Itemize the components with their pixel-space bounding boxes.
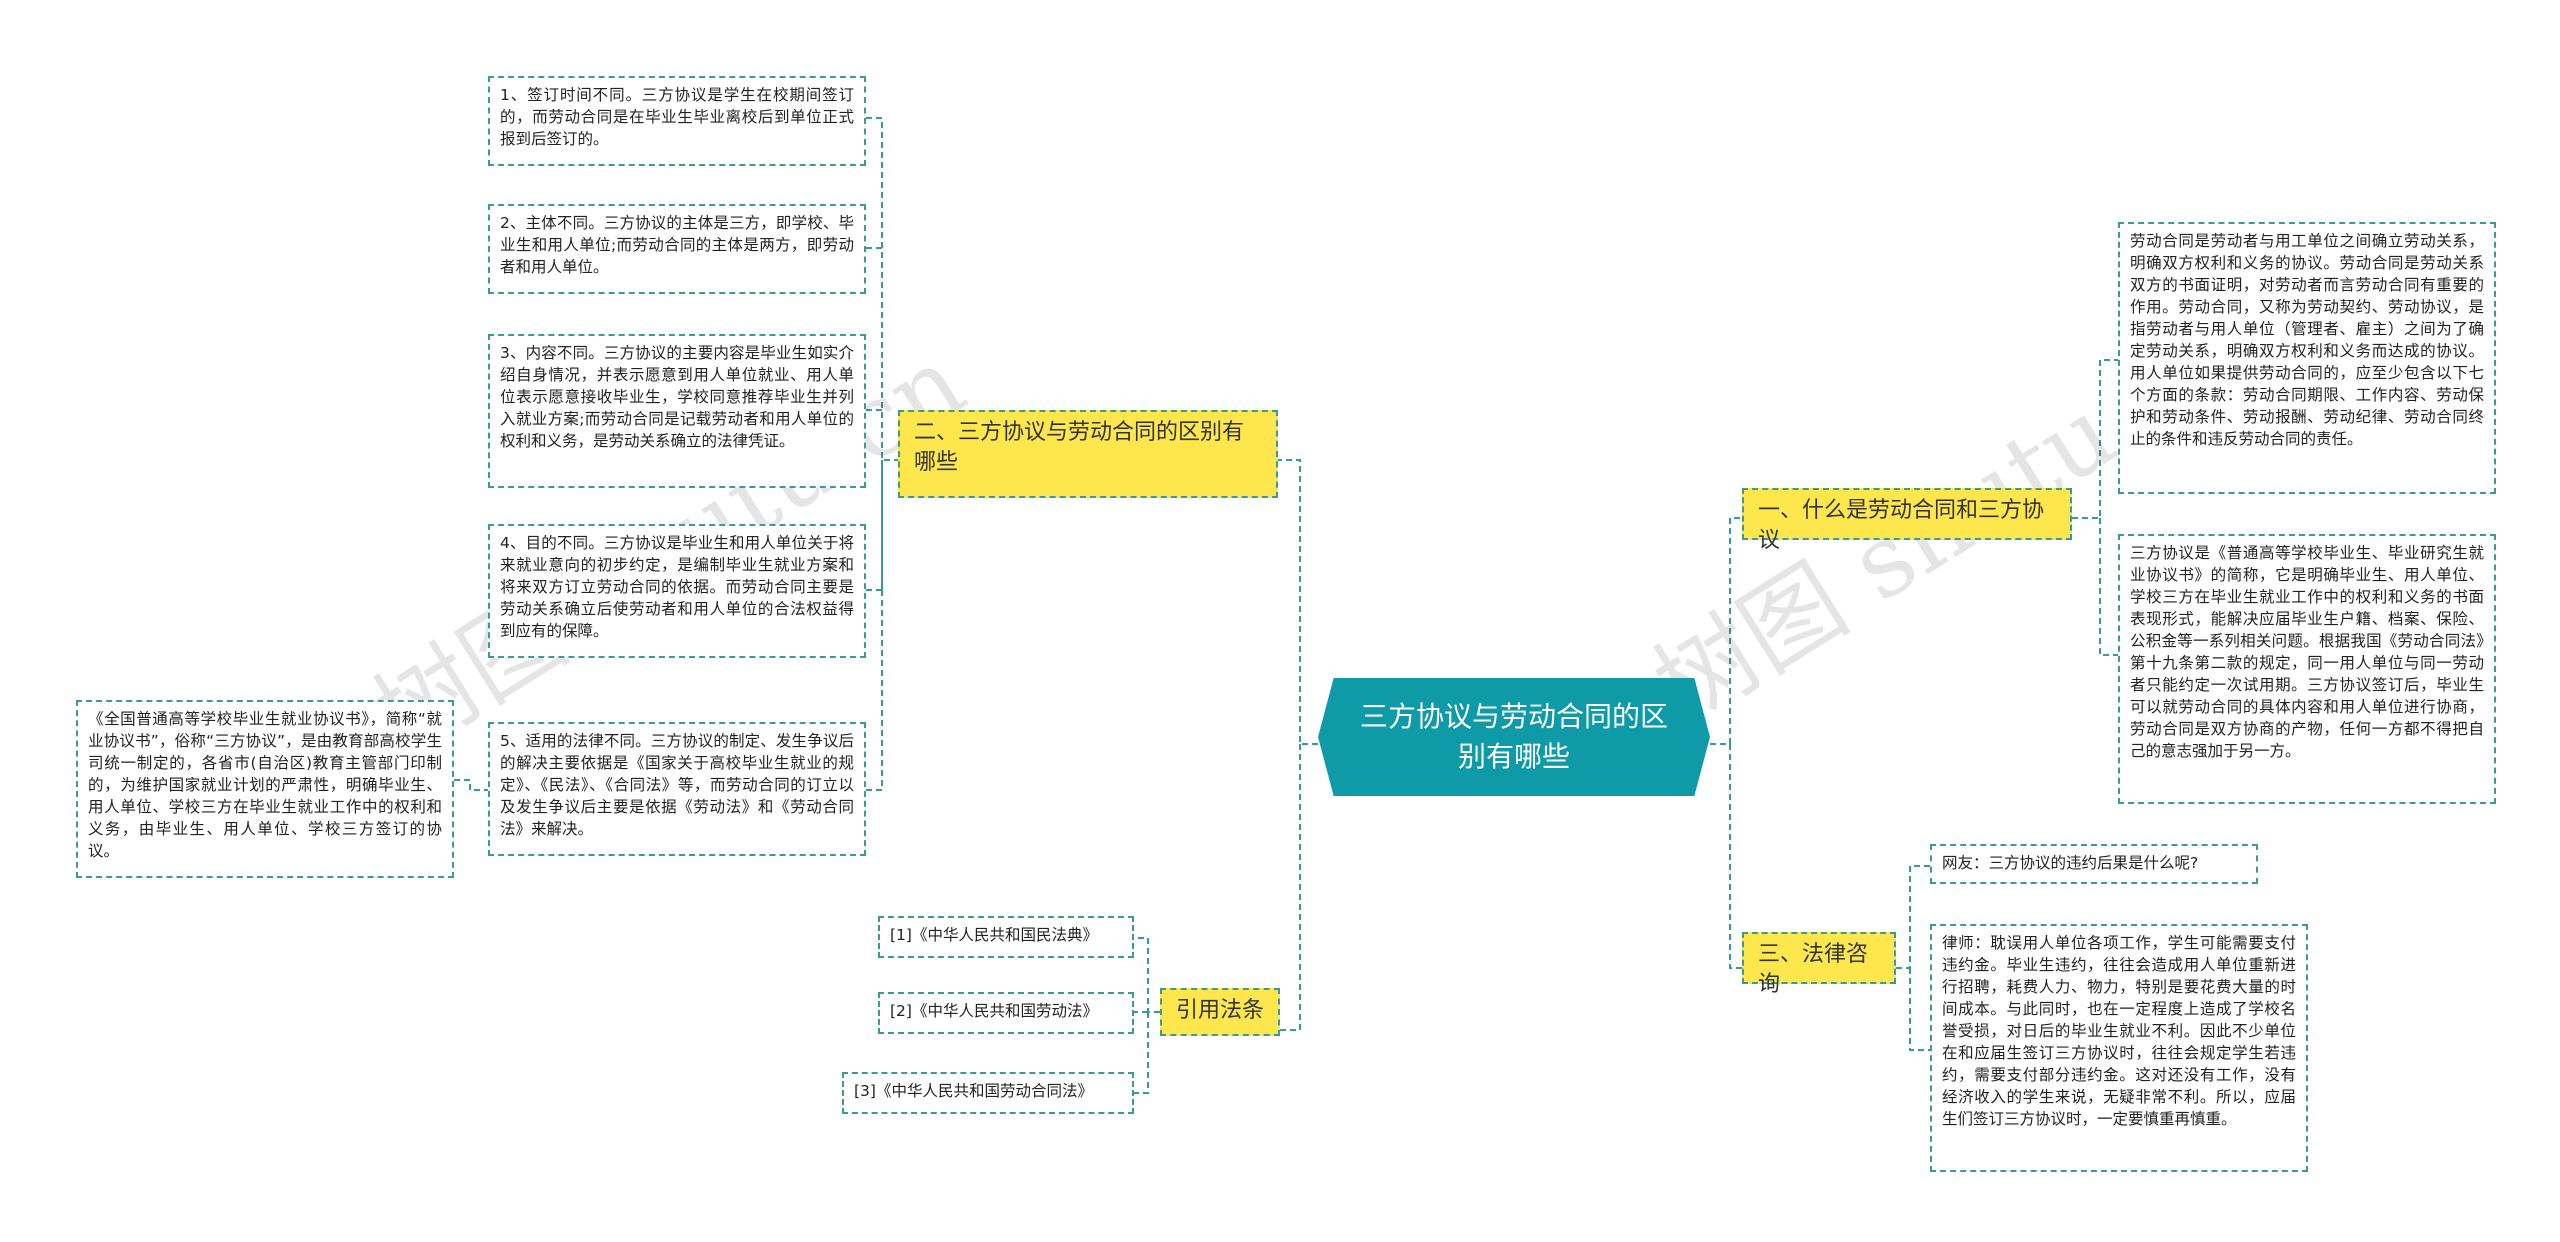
leaf-tripartite-full-name[interactable]: 《全国普通高等学校毕业生就业协议书》，简称“就业协议书”，俗称“三方协议”，是由… — [76, 700, 454, 878]
leaf-text: 网友：三方协议的违约后果是什么呢? — [1942, 854, 2199, 872]
branch-legal-consult[interactable]: 三、法律咨询 — [1742, 932, 1896, 997]
leaf-text: [1]《中华人民共和国民法典》 — [890, 926, 1098, 944]
leaf-text: 劳动合同是劳动者与用工单位之间确立劳动关系，明确双方权利和义务的协议。劳动合同是… — [2130, 232, 2484, 448]
central-topic-label: 三方协议与劳动合同的区别有哪些 — [1359, 700, 1668, 773]
leaf-text: 三方协议是《普通高等学校毕业生、毕业研究生就业协议书》的简称，它是明确毕业生、用… — [2130, 544, 2484, 760]
leaf-difference-2[interactable]: 2、主体不同。三方协议的主体是三方，即学校、毕业生和用人单位;而劳动合同的主体是… — [488, 204, 866, 294]
leaf-difference-5[interactable]: 5、适用的法律不同。三方协议的制定、发生争议后的解决主要依据是《国家关于高校毕业… — [488, 722, 866, 856]
leaf-law-1[interactable]: [1]《中华人民共和国民法典》 — [878, 916, 1134, 958]
leaf-difference-3[interactable]: 3、内容不同。三方协议的主要内容是毕业生如实介绍自身情况，并表示愿意到用人单位就… — [488, 334, 866, 488]
leaf-lawyer-answer[interactable]: 律师：耽误用人单位各项工作，学生可能需要支付违约金。毕业生违约，往往会造成用人单… — [1930, 924, 2308, 1172]
branch-what-is[interactable]: 一、什么是劳动合同和三方协议 — [1742, 488, 2072, 553]
leaf-text: 4、目的不同。三方协议是毕业生和用人单位关于将来就业意向的初步约定，是编制毕业生… — [500, 534, 854, 640]
leaf-text: [2]《中华人民共和国劳动法》 — [890, 1002, 1098, 1020]
branch-cited-laws[interactable]: 引用法条 — [1160, 988, 1280, 1036]
branch-label: 引用法条 — [1176, 998, 1265, 1023]
leaf-labor-contract-definition[interactable]: 劳动合同是劳动者与用工单位之间确立劳动关系，明确双方权利和义务的协议。劳动合同是… — [2118, 222, 2496, 494]
branch-label: 三、法律咨询 — [1758, 942, 1869, 997]
leaf-text: 《全国普通高等学校毕业生就业协议书》，简称“就业协议书”，俗称“三方协议”，是由… — [88, 710, 442, 860]
leaf-text: 律师：耽误用人单位各项工作，学生可能需要支付违约金。毕业生违约，往往会造成用人单… — [1942, 934, 2296, 1128]
leaf-law-3[interactable]: [3]《中华人民共和国劳动合同法》 — [842, 1072, 1134, 1114]
central-topic[interactable]: 三方协议与劳动合同的区别有哪些 — [1318, 678, 1710, 796]
branch-differences[interactable]: 二、三方协议与劳动合同的区别有哪些 — [898, 410, 1278, 498]
leaf-text: 3、内容不同。三方协议的主要内容是毕业生如实介绍自身情况，并表示愿意到用人单位就… — [500, 344, 854, 450]
leaf-text: 2、主体不同。三方协议的主体是三方，即学校、毕业生和用人单位;而劳动合同的主体是… — [500, 214, 854, 276]
leaf-tripartite-definition[interactable]: 三方协议是《普通高等学校毕业生、毕业研究生就业协议书》的简称，它是明确毕业生、用… — [2118, 534, 2496, 804]
branch-label: 一、什么是劳动合同和三方协议 — [1758, 498, 2045, 553]
branch-label: 二、三方协议与劳动合同的区别有哪些 — [914, 420, 1245, 475]
leaf-text: [3]《中华人民共和国劳动合同法》 — [854, 1082, 1093, 1100]
leaf-text: 1、签订时间不同。三方协议是学生在校期间签订的，而劳动合同是在毕业生毕业离校后到… — [500, 86, 854, 148]
leaf-difference-1[interactable]: 1、签订时间不同。三方协议是学生在校期间签订的，而劳动合同是在毕业生毕业离校后到… — [488, 76, 866, 166]
leaf-question[interactable]: 网友：三方协议的违约后果是什么呢? — [1930, 844, 2258, 884]
leaf-text: 5、适用的法律不同。三方协议的制定、发生争议后的解决主要依据是《国家关于高校毕业… — [500, 732, 854, 838]
leaf-law-2[interactable]: [2]《中华人民共和国劳动法》 — [878, 992, 1134, 1034]
leaf-difference-4[interactable]: 4、目的不同。三方协议是毕业生和用人单位关于将来就业意向的初步约定，是编制毕业生… — [488, 524, 866, 658]
